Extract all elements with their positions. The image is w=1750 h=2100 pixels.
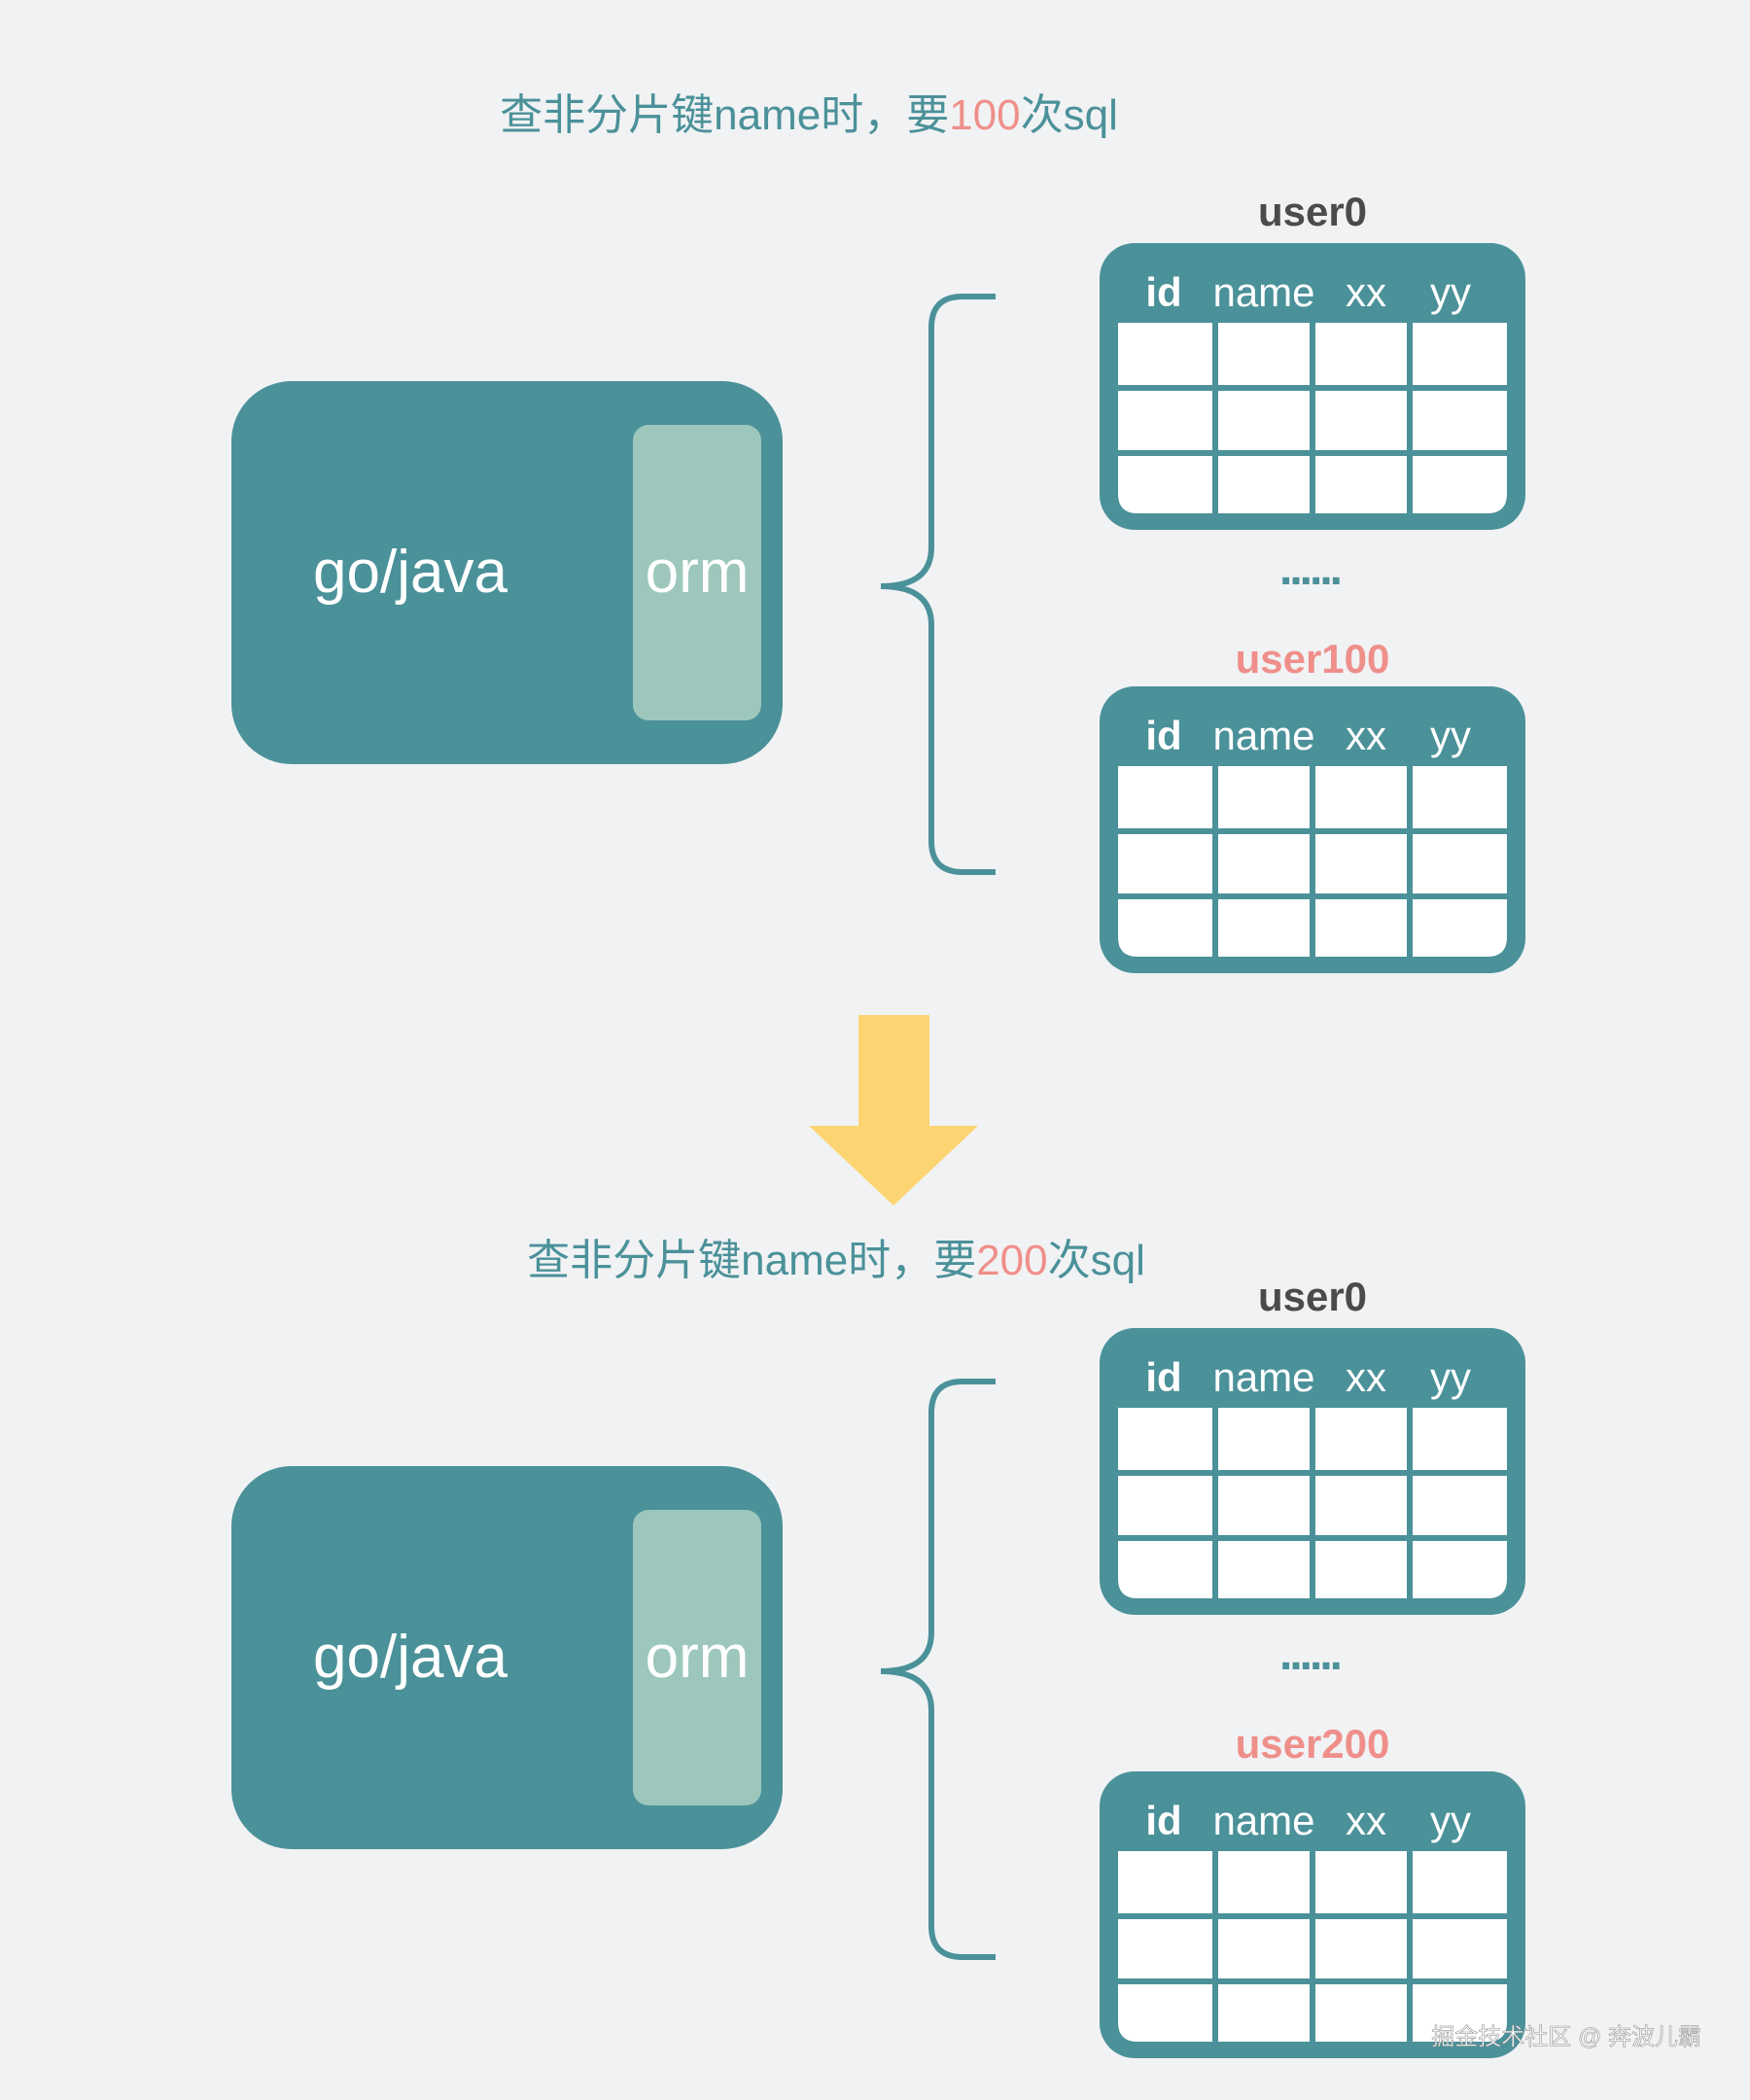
section-2: 查非分片键name时，要200次sql go/java orm user0 id… [231, 1237, 1525, 2058]
brace [880, 1379, 996, 1960]
column-header: name [1212, 1798, 1314, 1843]
column-header: xx [1346, 713, 1386, 758]
shard-table-user100: id name xx yy [1100, 686, 1525, 973]
section-1: 查非分片键name时，要100次sql go/java orm user0 id… [231, 91, 1525, 973]
column-header: name [1212, 713, 1314, 758]
table-name-highlight: user200 [1236, 1721, 1390, 1767]
table-name: user0 [1258, 1274, 1367, 1319]
ellipsis: ...... [1279, 1628, 1341, 1680]
watermark: 掘金技术社区 @ 奔波儿霸 [1431, 2024, 1701, 2050]
column-header: yy [1430, 1798, 1471, 1843]
arrow-down-icon [809, 1015, 978, 1206]
section-1-caption: 查非分片键name时，要100次sql [500, 91, 1118, 139]
orm-module [633, 1510, 761, 1805]
column-header: xx [1346, 1798, 1386, 1843]
column-header: yy [1430, 713, 1471, 758]
app-box: go/java orm [231, 381, 783, 764]
orm-label: orm [646, 1624, 750, 1691]
shard-table-user0: id name xx yy [1100, 243, 1525, 530]
brace [880, 294, 996, 875]
orm-module [633, 425, 761, 720]
table-name-highlight: user100 [1236, 636, 1390, 682]
column-header: name [1212, 1354, 1314, 1400]
app-box: go/java orm [231, 1466, 783, 1849]
column-header: yy [1430, 1354, 1471, 1400]
ellipsis: ...... [1279, 543, 1341, 595]
column-header: xx [1346, 269, 1386, 315]
column-header: id [1145, 1354, 1181, 1400]
shard-table-user200: id name xx yy [1100, 1771, 1525, 2058]
shard-table-user0: id name xx yy [1100, 1328, 1525, 1615]
column-header: xx [1346, 1354, 1386, 1400]
column-header: id [1145, 269, 1181, 315]
column-header: id [1145, 713, 1181, 758]
orm-label: orm [646, 539, 750, 606]
column-header: yy [1430, 269, 1471, 315]
column-header: name [1212, 269, 1314, 315]
app-label: go/java [313, 539, 508, 606]
app-label: go/java [313, 1624, 508, 1691]
column-header: id [1145, 1798, 1181, 1843]
table-name: user0 [1258, 189, 1367, 234]
section-2-caption: 查非分片键name时，要200次sql [527, 1237, 1145, 1284]
